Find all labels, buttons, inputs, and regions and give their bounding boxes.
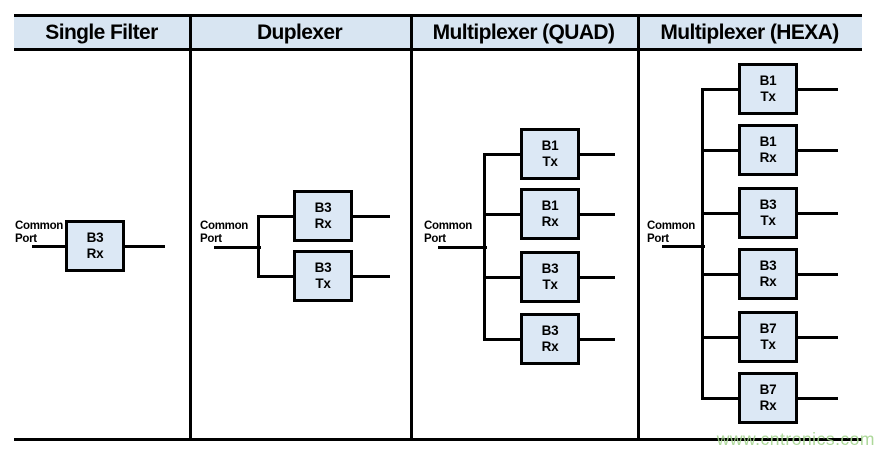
watermark: www.cntronics.com	[716, 429, 875, 449]
output-port-line	[579, 337, 615, 341]
column-header-multiplexer-quad: Multiplexer (QUAD)	[432, 20, 615, 44]
common-port-label-line2: Port	[647, 232, 669, 245]
output-port-line	[797, 272, 838, 276]
branch-connector-line	[484, 152, 520, 156]
common-port-label-line2: Port	[15, 232, 37, 245]
branch-connector-line	[702, 148, 738, 152]
filter-band-label: B7	[759, 321, 777, 336]
branch-connector-line	[258, 214, 293, 218]
branch-connector-line	[702, 211, 738, 215]
output-port-line	[797, 211, 838, 215]
branch-connector-line	[702, 396, 738, 400]
column-divider-3	[637, 14, 640, 441]
filter-path-label: Tx	[542, 277, 558, 292]
table-bottom-border	[14, 438, 862, 441]
filter-path-label: Rx	[541, 214, 559, 229]
branch-connector-line	[484, 212, 520, 216]
common-port-label-line1: Common	[424, 220, 473, 232]
branch-connector-line	[702, 272, 738, 276]
filter-band-label: B1	[759, 134, 777, 149]
column-header-duplexer: Duplexer	[256, 20, 343, 44]
table-top-border	[14, 14, 862, 17]
filter-path-label: Rx	[759, 274, 777, 289]
common-port-label-line1: Common	[647, 220, 696, 232]
filter-band-label: B3	[314, 260, 332, 275]
common-port-line	[438, 245, 487, 249]
output-port-line	[352, 214, 390, 218]
output-port-line	[797, 396, 838, 400]
branch-bus-line	[700, 87, 704, 400]
branch-connector-line	[702, 87, 738, 91]
filter-band-label: B3	[541, 323, 559, 338]
output-port-line	[352, 274, 390, 278]
output-port-line	[797, 148, 838, 152]
output-port-line	[579, 275, 615, 279]
filter-band-label: B1	[759, 73, 777, 88]
filter-path-label: Rx	[759, 398, 777, 413]
filter-band-label: B3	[759, 258, 777, 273]
common-port-label-line1: Common	[200, 220, 249, 232]
output-port-line	[579, 152, 615, 156]
filter-band-label: B3	[759, 197, 777, 212]
filter-path-label: Tx	[760, 213, 776, 228]
filter-band-label: B3	[86, 230, 104, 245]
filter-band-label: B7	[759, 382, 777, 397]
column-header-single-filter: Single Filter	[45, 20, 158, 44]
filter-path-label: Rx	[314, 216, 332, 231]
filter-path-label: Rx	[541, 339, 559, 354]
filter-path-label: Rx	[86, 246, 104, 261]
common-port-line	[32, 244, 66, 248]
header-bottom-border	[14, 48, 862, 51]
branch-bus-line	[256, 214, 260, 278]
filter-band-label: B3	[541, 261, 559, 276]
filter-path-label: Tx	[315, 276, 331, 291]
filter-band-label: B1	[541, 198, 559, 213]
filter-path-label: Rx	[759, 150, 777, 165]
filter-path-label: Tx	[760, 337, 776, 352]
column-header-multiplexer-hexa: Multiplexer (HEXA)	[660, 20, 839, 44]
branch-connector-line	[258, 274, 293, 278]
branch-bus-line	[482, 152, 486, 341]
header-row-background	[14, 17, 862, 48]
branch-connector-line	[702, 335, 738, 339]
common-port-label-line2: Port	[424, 232, 446, 245]
column-divider-1	[189, 14, 192, 441]
output-port-line	[797, 87, 838, 91]
branch-connector-line	[484, 337, 520, 341]
common-port-label-line1: Common	[15, 220, 64, 232]
common-port-line	[662, 244, 705, 248]
branch-connector-line	[484, 275, 520, 279]
output-port-line	[579, 212, 615, 216]
column-divider-2	[410, 14, 413, 441]
filter-path-label: Tx	[760, 89, 776, 104]
output-port-line	[124, 244, 165, 248]
common-port-label-line2: Port	[200, 232, 222, 245]
filter-band-label: B3	[314, 200, 332, 215]
output-port-line	[797, 335, 838, 339]
filter-path-label: Tx	[542, 154, 558, 169]
filter-band-label: B1	[541, 138, 559, 153]
common-port-line	[214, 245, 261, 249]
